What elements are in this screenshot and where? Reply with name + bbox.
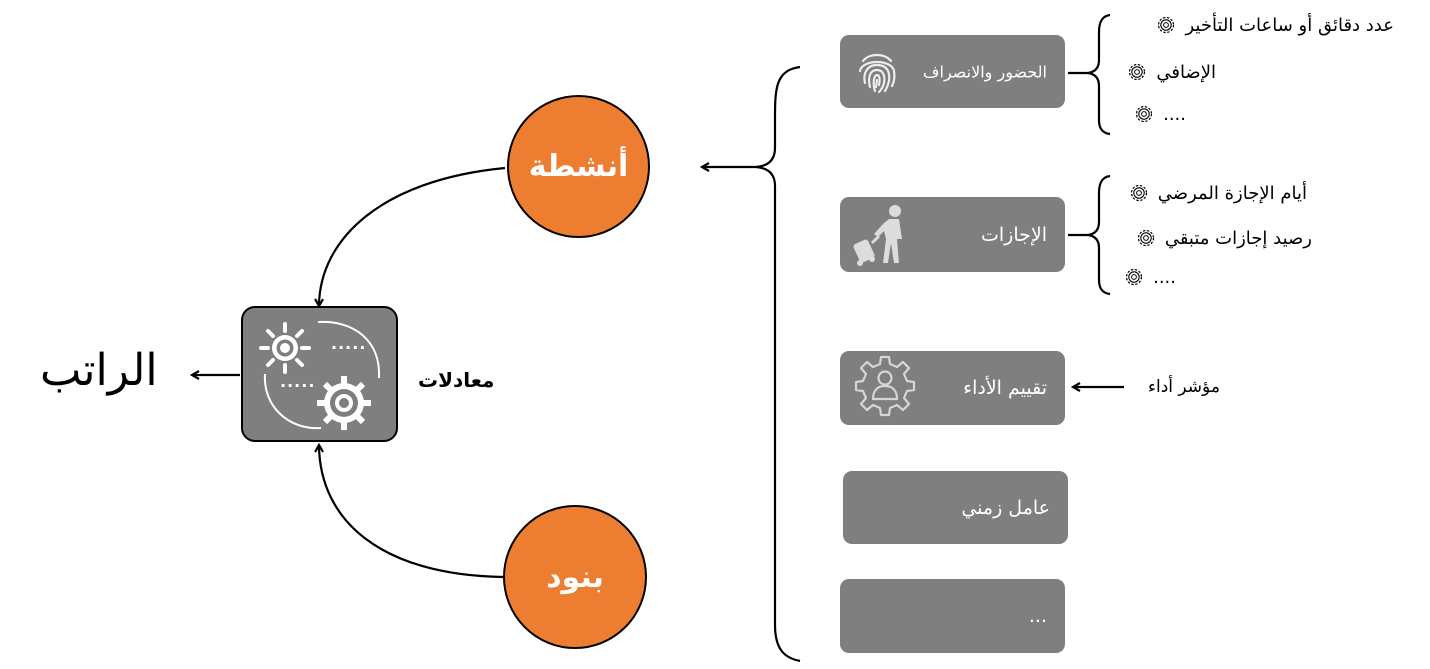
kpi-label: مؤشر أداء [1148, 377, 1220, 397]
cog-gear-icon [317, 376, 371, 430]
result-label: الراتب [40, 345, 158, 396]
arrow-terms-to-engine [319, 446, 504, 579]
gear-icon [1137, 229, 1154, 247]
detail-text: الإضافي [1156, 61, 1216, 83]
attendance-label: الحضور والانصراف [922, 62, 1047, 81]
detail-item: .... [1123, 265, 1176, 289]
formulas-engine: ..... ..... [241, 306, 398, 442]
engine-graphic [259, 320, 381, 430]
traveler-luggage-icon [853, 204, 902, 266]
leaves-box: الإجازات [840, 197, 1065, 272]
detail-text: رصيد إجازات متبقي [1164, 227, 1312, 249]
attendance-box: الحضور والانصراف [840, 35, 1065, 108]
gear-icon [1158, 16, 1175, 34]
detail-item: .... [1133, 102, 1186, 126]
activities-bracket [755, 65, 801, 663]
arrow-activities-to-engine [319, 166, 506, 305]
detail-text: .... [1153, 266, 1176, 288]
fingerprint-icon [858, 53, 896, 93]
gear-icon [1129, 63, 1146, 81]
detail-text: .... [1163, 103, 1186, 125]
attendance-details-bracket [1087, 13, 1111, 136]
detail-text: أيام الإجازة المرضي [1157, 182, 1307, 204]
gear-icon [1136, 105, 1153, 123]
performance-label: تقييم الأداء [963, 377, 1047, 399]
detail-item: عدد دقائق أو ساعات التأخير [1155, 13, 1394, 37]
detail-text: عدد دقائق أو ساعات التأخير [1185, 14, 1394, 36]
performance-box: تقييم الأداء [840, 351, 1065, 425]
sun-gear-icon [259, 322, 311, 374]
formulas-label: معادلات [418, 368, 495, 392]
activities-circle: أنشطة [507, 95, 650, 238]
more-activities-box: ... [840, 579, 1065, 653]
terms-label: بنود [546, 559, 604, 595]
detail-item: أيام الإجازة المرضي [1128, 181, 1307, 205]
gear-icon [1130, 184, 1147, 202]
activities-label: أنشطة [528, 149, 629, 184]
detail-item: الإضافي [1126, 60, 1216, 84]
leaves-details-bracket [1087, 174, 1111, 296]
leaves-label: الإجازات [981, 223, 1047, 246]
gear-person-icon [854, 355, 916, 417]
time-factor-label: عامل زمني [961, 496, 1050, 519]
engine-dots-bottom: ..... [280, 372, 316, 391]
engine-dots-top: ..... [331, 334, 367, 353]
gear-icon [1126, 268, 1143, 286]
more-activities-label: ... [1028, 605, 1047, 627]
time-factor-box: عامل زمني [843, 471, 1068, 544]
detail-item: رصيد إجازات متبقي [1135, 226, 1312, 250]
terms-circle: بنود [503, 505, 647, 649]
